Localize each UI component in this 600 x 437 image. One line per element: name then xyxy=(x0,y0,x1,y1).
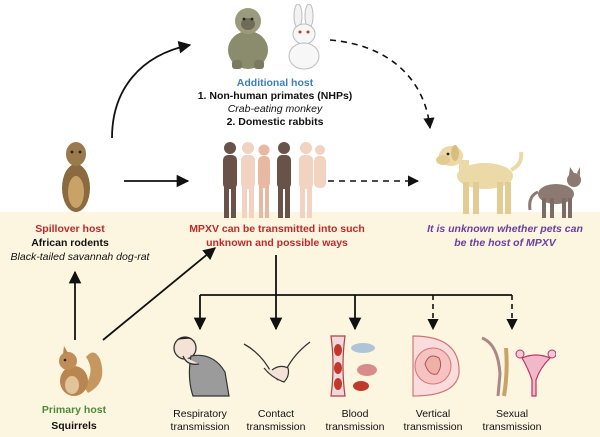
arrow-spillover-to-additional xyxy=(111,41,192,139)
additional-host-line1: 1. Non-human primates (NHPs) xyxy=(197,90,353,102)
contact-icon xyxy=(243,341,311,383)
respiratory-icon xyxy=(173,336,230,397)
route-vertical-line1: Vertical xyxy=(415,408,451,420)
pets-line2: be the host of MPXV xyxy=(454,237,556,249)
lower-background-panel xyxy=(0,212,600,437)
squirrel-icon xyxy=(59,346,103,396)
route-respiratory-line2: transmission xyxy=(170,421,230,433)
additional-host-line2: Crab-eating monkey xyxy=(227,103,323,115)
spillover-host-line1: African rodents xyxy=(31,237,109,249)
rabbit-icon xyxy=(288,4,320,70)
route-sexual-line2: transmission xyxy=(482,421,542,433)
pets-line1: It is unknown whether pets can xyxy=(427,223,583,235)
primary-host-heading: Primary host xyxy=(41,404,107,416)
route-blood-line2: transmission xyxy=(325,421,385,433)
vertical-icon xyxy=(412,335,460,397)
monkey-icon xyxy=(228,8,268,69)
route-vertical-line2: transmission xyxy=(403,421,463,433)
humans-group-icon xyxy=(223,142,326,218)
primary-host-line1: Squirrels xyxy=(51,420,97,432)
cat-icon xyxy=(528,167,581,218)
route-contact-line1: Contact xyxy=(257,408,295,420)
blood-icon xyxy=(330,335,377,397)
spillover-host-line2: Black-tailed savannah dog-rat xyxy=(10,251,150,263)
additional-host-heading: Additional host xyxy=(236,77,314,89)
route-contact-line2: transmission xyxy=(246,421,306,433)
route-blood-line1: Blood xyxy=(341,408,369,420)
sexual-icon xyxy=(481,336,556,397)
route-respiratory-line1: Respiratory xyxy=(173,408,227,420)
mpxv-line2: unknown and possible ways xyxy=(206,237,348,249)
route-sexual-line1: Sexual xyxy=(495,408,529,420)
arrow-primary-to-mpxv xyxy=(102,247,216,341)
arrow-additional-to-pets xyxy=(329,39,435,130)
mpxv-line1: MPXV can be transmitted into such xyxy=(189,223,365,235)
spillover-host-heading: Spillover host xyxy=(35,223,105,235)
dog-icon xyxy=(436,145,524,214)
additional-host-line3: 2. Domestic rabbits xyxy=(226,116,324,128)
dog-rat-icon xyxy=(62,142,90,212)
